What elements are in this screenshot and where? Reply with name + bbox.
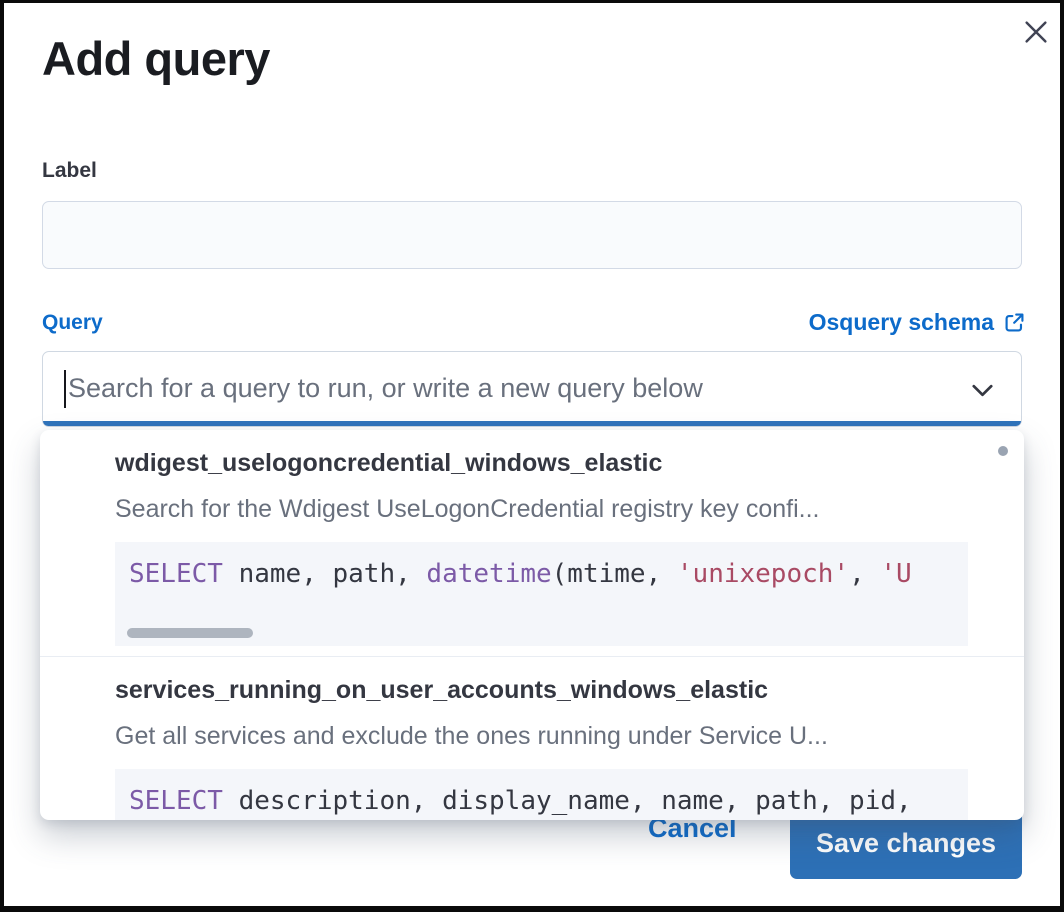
query-option-title: services_running_on_user_accounts_window… <box>115 676 769 704</box>
sql-code-line: SELECT name, path, datetime(mtime, 'unix… <box>129 559 912 589</box>
label-field-label: Label <box>42 159 97 182</box>
vertical-scrollbar-thumb[interactable] <box>998 446 1008 456</box>
query-option-title: wdigest_uselogoncredential_windows_elast… <box>115 449 663 477</box>
osquery-schema-link-label: Osquery schema <box>808 309 994 335</box>
query-option-sql-preview: SELECT name, path, datetime(mtime, 'unix… <box>115 542 968 646</box>
query-search-combobox[interactable]: Search for a query to run, or write a ne… <box>42 351 1022 427</box>
modal-title: Add query <box>42 32 270 85</box>
query-field-label: Query <box>42 311 103 334</box>
close-icon[interactable] <box>1020 17 1052 49</box>
query-search-placeholder: Search for a query to run, or write a ne… <box>68 373 703 403</box>
text-cursor <box>64 370 66 408</box>
osquery-schema-link[interactable]: Osquery schema <box>809 309 1026 336</box>
query-option-description: Get all services and exclude the ones ru… <box>115 722 828 750</box>
query-suggestions-panel: wdigest_uselogoncredential_windows_elast… <box>40 430 1024 820</box>
query-option-wdigest[interactable]: wdigest_uselogoncredential_windows_elast… <box>40 430 1024 646</box>
external-link-icon <box>1003 311 1026 334</box>
label-input[interactable] <box>42 201 1022 269</box>
option-divider <box>40 656 1024 657</box>
query-option-sql-preview: SELECT description, display_name, name, … <box>115 769 968 820</box>
chevron-down-icon[interactable] <box>968 376 997 410</box>
horizontal-scrollbar-thumb[interactable] <box>127 628 253 638</box>
query-option-description: Search for the Wdigest UseLogonCredentia… <box>115 495 820 523</box>
query-option-services[interactable]: services_running_on_user_accounts_window… <box>40 657 1024 820</box>
sql-code-line: SELECT description, display_name, name, … <box>129 786 912 816</box>
